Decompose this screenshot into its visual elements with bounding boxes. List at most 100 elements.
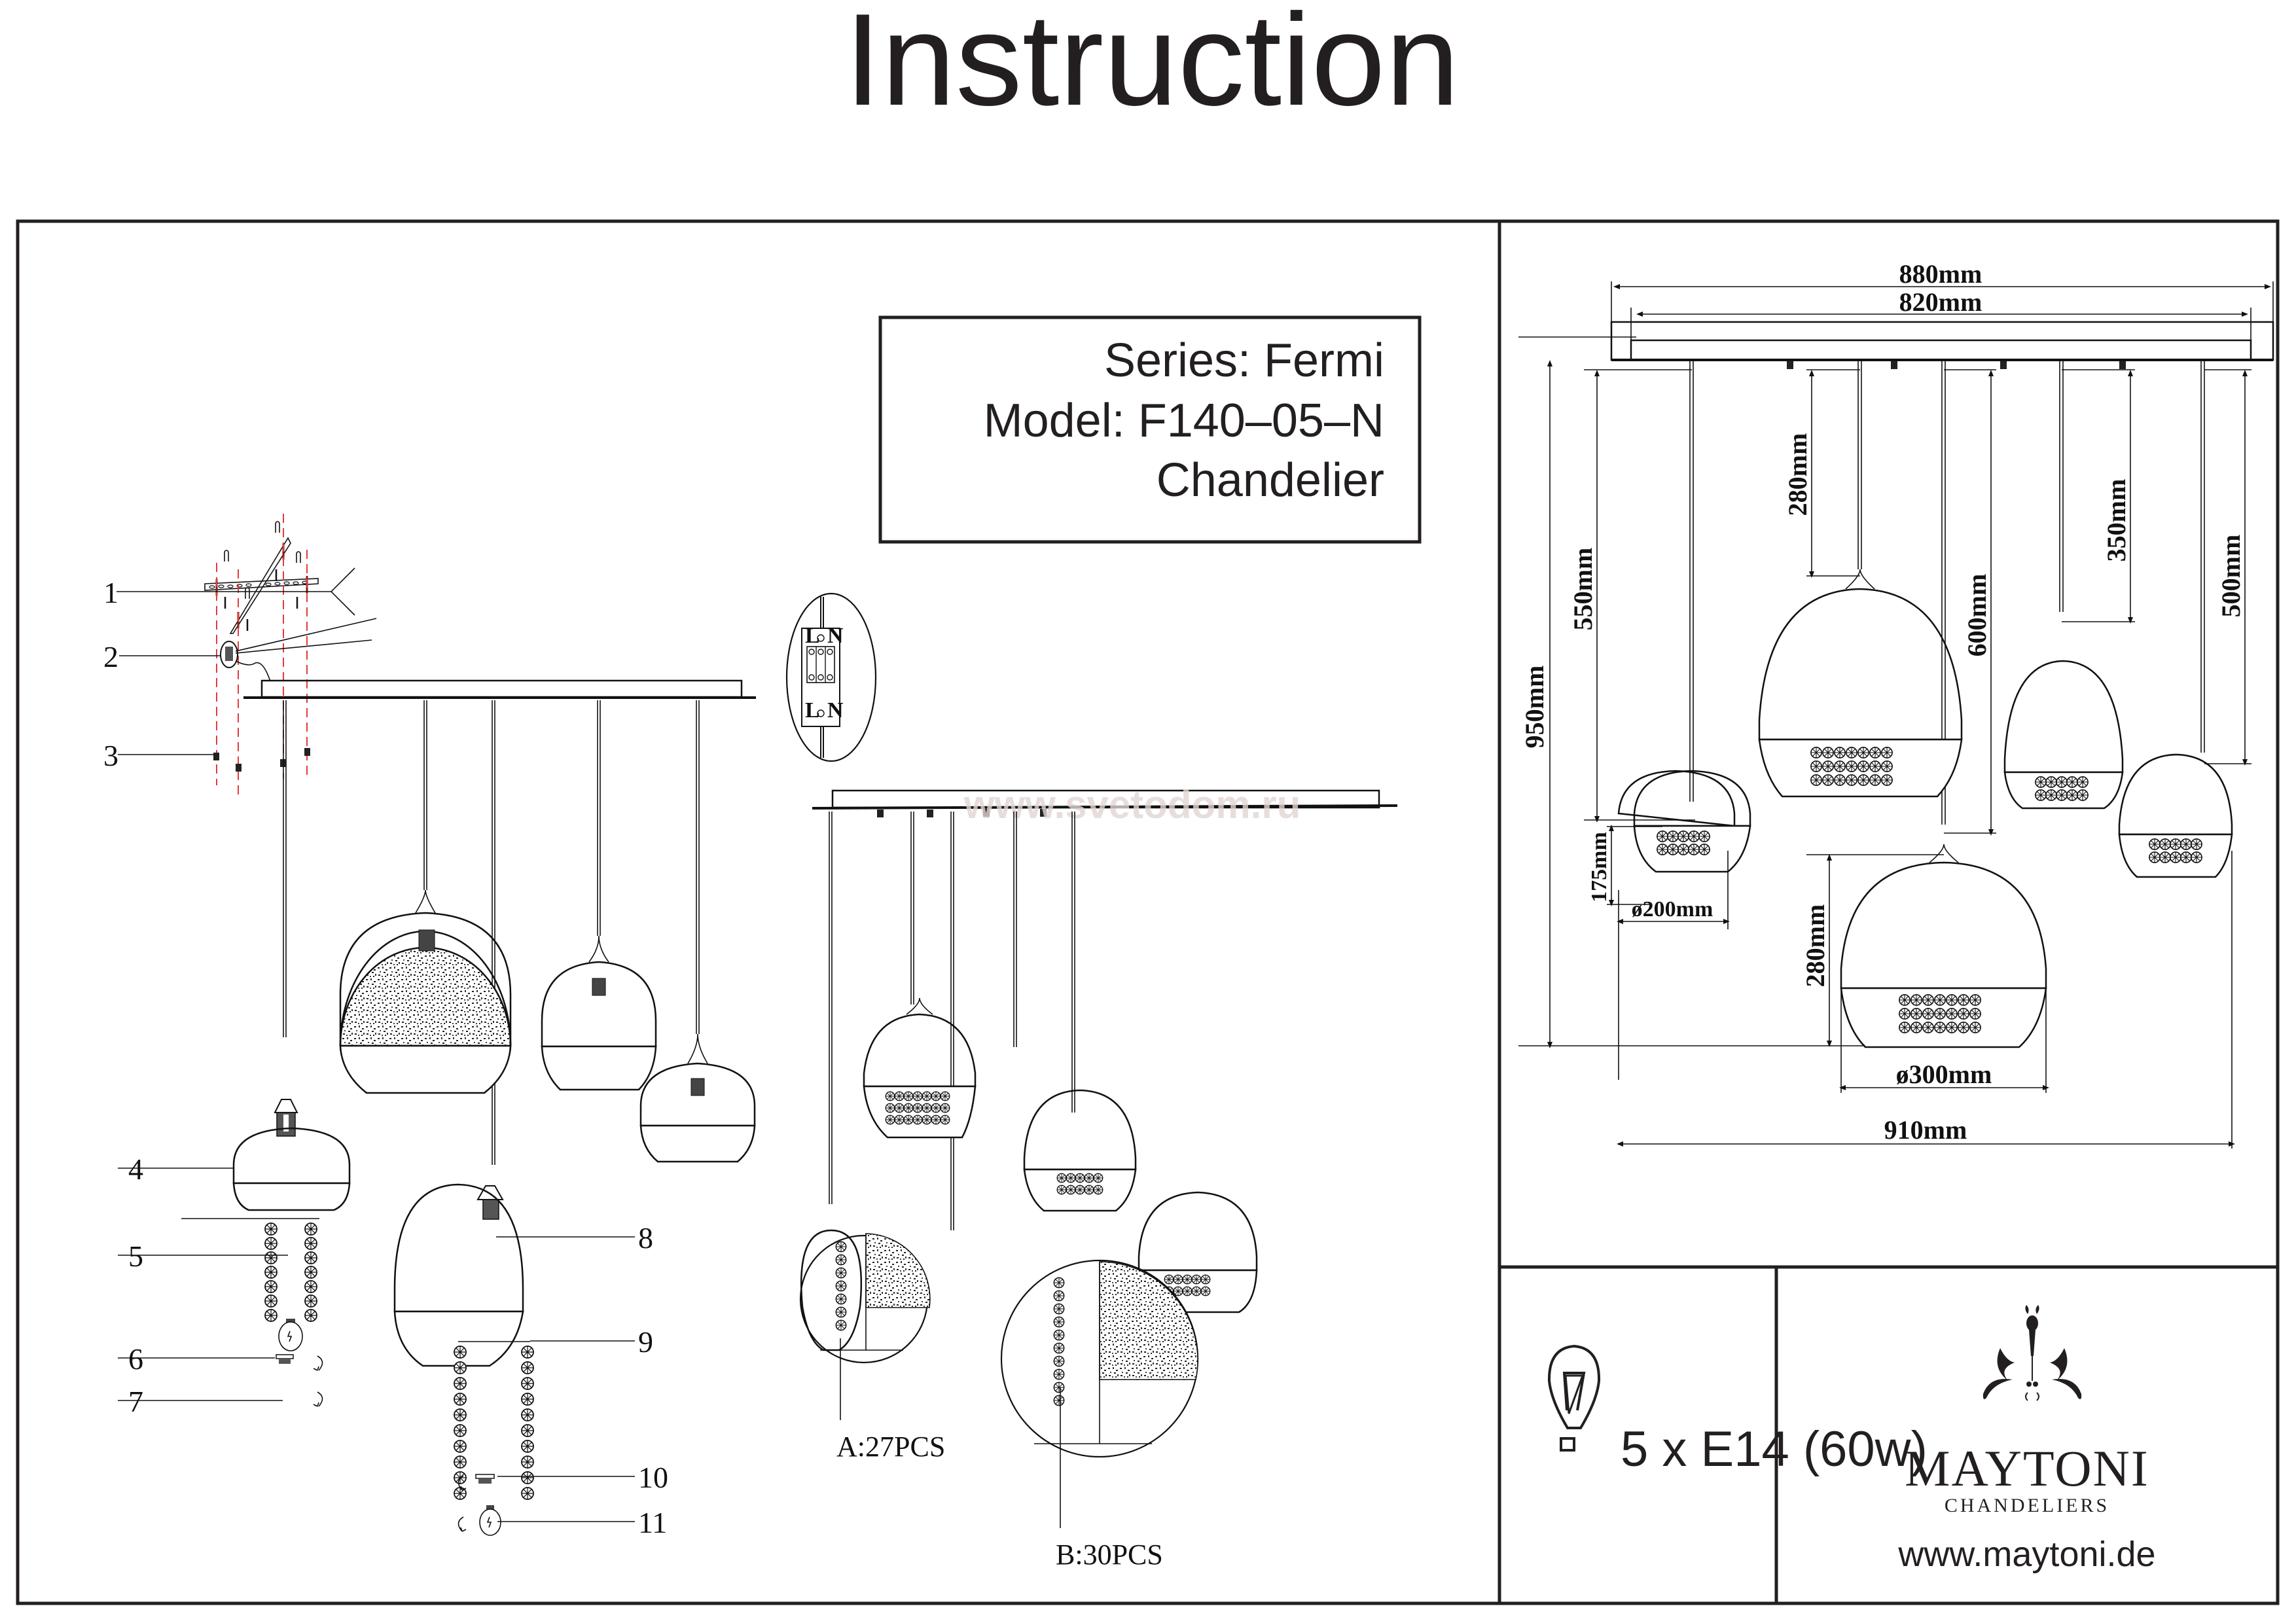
exploded-assembly-diagram: L N L N xyxy=(103,514,877,1539)
crystal-bead xyxy=(2149,851,2161,863)
crystal-bead xyxy=(304,1266,317,1279)
lamp-socket xyxy=(476,1185,504,1220)
assembled-shade-medium xyxy=(541,935,657,1091)
crystal-bead xyxy=(2045,776,2057,788)
dim-300-diameter-label: ø300mm xyxy=(1896,1060,1992,1089)
mounting-bracket xyxy=(204,521,319,634)
crystal-bead xyxy=(1667,830,1679,842)
bulb-small xyxy=(278,1319,303,1351)
crystal-bead xyxy=(1053,1342,1065,1354)
crystal-bead xyxy=(940,1091,950,1101)
crystal-bead xyxy=(1093,1185,1103,1195)
crystal-bead xyxy=(2045,789,2057,801)
crystal-bead xyxy=(264,1237,278,1250)
dim-950-label: 950mm xyxy=(1520,666,1549,749)
crystal-bead xyxy=(1857,774,1869,786)
crystal-count-b: B:30PCS xyxy=(1056,1539,1163,1571)
callout-9: 9 xyxy=(638,1325,653,1359)
crystal-bead xyxy=(903,1091,914,1101)
dim-pendant-1 xyxy=(1617,770,1751,873)
bulb-large xyxy=(479,1505,501,1536)
crystal-bead xyxy=(1698,844,1710,855)
crystal-bead xyxy=(2077,776,2089,788)
crystal-bead xyxy=(2191,838,2202,850)
canopy-exploded xyxy=(243,679,756,699)
crystal-bead xyxy=(454,1361,467,1374)
crystal-bead xyxy=(1053,1395,1065,1406)
crystal-bead xyxy=(885,1103,895,1113)
large-glass-shade xyxy=(393,1183,524,1367)
crystal-bead xyxy=(1946,1008,1958,1020)
callout-6: 6 xyxy=(128,1342,143,1376)
callout-7: 7 xyxy=(128,1385,143,1418)
crystal-bead xyxy=(264,1294,278,1308)
crystal-bead xyxy=(1969,994,1981,1006)
wiring-detail-callout: L N L N xyxy=(785,592,877,762)
crystal-bead xyxy=(1822,774,1834,786)
crystal-bead xyxy=(1657,830,1668,842)
crystal-bead xyxy=(2066,789,2078,801)
crystal-bead xyxy=(1857,747,1869,758)
crystal-bead xyxy=(1075,1185,1085,1195)
dim-pendant-3 xyxy=(2003,660,2124,810)
crystal-bead xyxy=(1846,747,1857,758)
dim-880-label: 880mm xyxy=(1899,259,1982,289)
crystal-bead xyxy=(2159,838,2171,850)
dim-280-top-label: 280mm xyxy=(1783,433,1812,516)
crystal-bead xyxy=(454,1455,467,1469)
crystal-bead xyxy=(1677,844,1689,855)
crystal-bead xyxy=(2170,838,2181,850)
light-bulb-icon xyxy=(1547,1344,1601,1452)
bulb-spec-text: 5 x E14 (60w) xyxy=(1621,1421,1928,1477)
crystal-bead xyxy=(2180,851,2192,863)
dim-910-label: 910mm xyxy=(1884,1115,1967,1145)
crystal-bead xyxy=(1899,1022,1910,1033)
dim-pendant-4 xyxy=(2118,753,2233,878)
crystal-bead xyxy=(1667,844,1679,855)
crystal-bead xyxy=(835,1254,847,1266)
crystal-bead xyxy=(940,1103,950,1113)
crystal-bead xyxy=(521,1471,534,1484)
dim-200-diameter-label: ø200mm xyxy=(1632,897,1713,921)
crystal-bead xyxy=(454,1440,467,1453)
bulb-spec-panel: 5 x E14 (60w) xyxy=(1547,1344,1928,1477)
crystal-bead xyxy=(1173,1286,1183,1296)
crystal-bead xyxy=(1075,1173,1085,1183)
crystal-bead xyxy=(1053,1290,1065,1302)
crystal-bead xyxy=(1677,830,1689,842)
dimension-drawing: 880mm 820mm xyxy=(1518,259,2274,1149)
document-title: Instruction xyxy=(844,0,1460,133)
assembled-shade-large xyxy=(339,889,512,1094)
crystal-bead xyxy=(1084,1173,1094,1183)
crystal-bead xyxy=(454,1346,467,1359)
crystal-bead xyxy=(1056,1185,1067,1195)
crystal-bead xyxy=(903,1115,914,1125)
dim-550-label: 550mm xyxy=(1568,548,1598,631)
rotate-arrow-icon xyxy=(457,1516,467,1532)
crystal-bead xyxy=(454,1393,467,1406)
crystal-bead xyxy=(304,1251,317,1264)
pendant-large-top xyxy=(863,997,977,1139)
crystal-bead xyxy=(1834,774,1846,786)
crystal-bead xyxy=(931,1091,941,1101)
crystal-bead xyxy=(885,1115,895,1125)
crystal-bead xyxy=(2191,851,2202,863)
crystal-bead xyxy=(264,1280,278,1293)
crystal-bead xyxy=(1899,994,1910,1006)
callout-10: 10 xyxy=(638,1461,668,1494)
crystal-bead xyxy=(912,1103,923,1113)
rotate-arrow-icon xyxy=(313,1391,323,1407)
crystal-bead xyxy=(1922,1022,1934,1033)
brand-website-link[interactable]: www.maytoni.de xyxy=(1897,1535,2155,1574)
crystal-bead xyxy=(2149,838,2161,850)
wiring-label-live-top: L xyxy=(805,624,820,648)
callout-11: 11 xyxy=(638,1506,667,1539)
crystal-bead xyxy=(1053,1329,1065,1341)
crystal-bead xyxy=(894,1115,905,1125)
crystal-bead xyxy=(1846,774,1857,786)
crystal-bead xyxy=(1946,1022,1958,1033)
crystal-bead xyxy=(304,1280,317,1293)
crystal-bead xyxy=(903,1103,914,1113)
crystal-bead xyxy=(835,1267,847,1279)
